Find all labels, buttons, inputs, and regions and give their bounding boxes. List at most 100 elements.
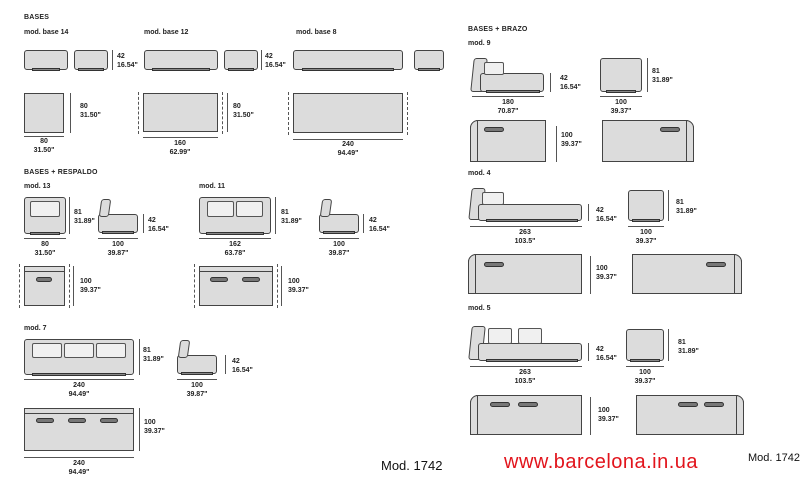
base12-side-plinth [228, 68, 254, 71]
width-dim-line [24, 457, 134, 458]
m9-top-arm [470, 120, 478, 162]
height-dim-line [112, 50, 113, 70]
footer-model-label-right: Mod. 1742 [748, 452, 800, 464]
model-label-m11: mod. 11 [199, 183, 226, 190]
width-dim-line [98, 238, 138, 239]
back-cushion [518, 328, 542, 344]
cushion-pill [484, 262, 504, 267]
base12-top-view [143, 93, 218, 132]
cushion-pill [518, 402, 538, 407]
m5-top-arm [470, 395, 478, 435]
width-dim-line [177, 379, 217, 380]
m7-side-plinth [181, 372, 213, 375]
cushion-pill [484, 127, 504, 132]
back-cushion [236, 201, 263, 217]
width-dim-line [628, 226, 664, 227]
dim-guide [138, 92, 139, 134]
width-dim-line [199, 238, 271, 239]
m11-top-back [199, 266, 273, 272]
height-dim-line [647, 58, 648, 92]
m9-side-view [600, 58, 642, 92]
base14-top-view [24, 93, 64, 133]
dim-guide [277, 264, 278, 308]
model-label-base8: mod. base 8 [296, 29, 337, 36]
back-cushion [482, 192, 504, 205]
m5-top-view-mirror [636, 395, 744, 435]
m11-plinth [206, 232, 264, 235]
m4-top-view-mirror [632, 254, 742, 294]
m13-side-plinth [102, 231, 134, 234]
m7-plinth [32, 373, 126, 376]
m7-top-back [24, 408, 134, 414]
m4-top-arm [468, 254, 476, 294]
model-label-m7: mod. 7 [24, 325, 47, 332]
depth-dim-line [70, 93, 71, 133]
model-label-m13: mod. 13 [24, 183, 51, 190]
base8-front-view [293, 50, 403, 70]
dim-guide [288, 92, 289, 135]
width-dim-line [24, 136, 64, 137]
height-dim-line [588, 343, 589, 361]
height-dim-line [363, 214, 364, 233]
m9-plinth [486, 90, 540, 93]
site-url-watermark[interactable]: www.barcelona.in.ua [504, 451, 699, 473]
cushion-pill [678, 402, 698, 407]
m11-top-view [199, 266, 273, 306]
width-dim-line [600, 96, 642, 97]
height-dim-line [69, 197, 70, 234]
depth-dim-line [227, 93, 228, 132]
depth-dim-line [73, 266, 74, 306]
m13-plinth [30, 232, 60, 235]
height-dim-line [588, 204, 589, 221]
base14-plinth [32, 68, 60, 71]
dim-guide [222, 92, 223, 134]
section-bases-respaldo-header: BASES + RESPALDO [24, 169, 98, 176]
m4-top-arm-mirror [734, 254, 742, 294]
cushion-pill [706, 262, 726, 267]
m5-side-view [626, 329, 664, 361]
back-cushion [30, 201, 60, 217]
back-cushion [207, 201, 234, 217]
width-dim-line [24, 379, 134, 380]
cushion-pill [36, 277, 52, 282]
base8-top-view [293, 93, 403, 133]
m5-plinth [486, 359, 578, 362]
width-dim-line [143, 137, 218, 138]
width-dim-line [470, 226, 582, 227]
m11-side-plinth [323, 231, 355, 234]
base8-side-view [414, 50, 444, 70]
m4-side-plinth [632, 219, 660, 222]
footer-model-label: Mod. 1742 [381, 458, 443, 473]
width-dim-line [470, 366, 582, 367]
height-dim-line [668, 329, 669, 361]
dim-guide [69, 264, 70, 308]
back-cushion [96, 343, 126, 358]
model-label-base12: mod. base 12 [144, 29, 189, 36]
model-label-m4: mod. 4 [468, 170, 491, 177]
dim-guide [19, 264, 20, 308]
base12-front-view [144, 50, 218, 70]
dim-guide [194, 264, 195, 308]
m4-side-view [628, 190, 664, 221]
